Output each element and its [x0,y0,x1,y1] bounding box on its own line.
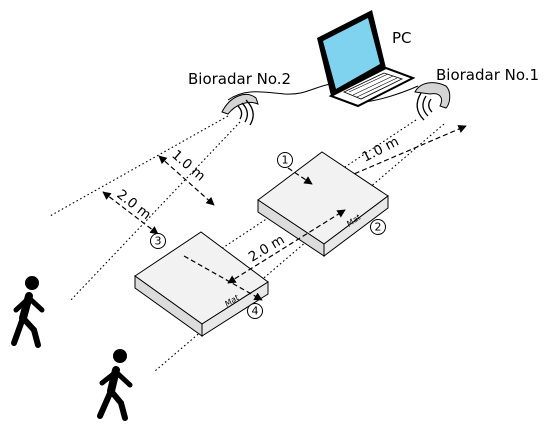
left-spacing-label: 1.0 m [168,147,208,185]
right-spacing-label: 1.0 m [360,134,402,166]
radar-distance-arrow [102,191,159,235]
position-marker-3: 3 [150,233,166,249]
mat-crossing-arrows [183,167,313,301]
mat-bottom: Mat [134,231,269,337]
laptop-icon [317,10,416,108]
bioradar-2-icon [221,94,259,126]
svg-text:2: 2 [375,221,382,234]
position-marker-4: 4 [247,303,263,319]
svg-text:3: 3 [155,235,162,248]
pc-label: PC [392,29,412,47]
left-spacing-arrow [158,155,215,206]
position-marker-2: 2 [370,219,386,235]
bioradar-2-label: Bioradar No.2 [188,70,291,88]
right-spacing-arrow [339,125,467,181]
bioradar-1-icon [414,82,451,121]
svg-text:4: 4 [252,305,259,318]
walking-person-icon [11,276,45,348]
position-marker-1: 1 [277,152,293,168]
bioradar-1-label: Bioradar No.1 [436,66,539,84]
mat-gap-label: 2.0 m [246,232,288,266]
svg-text:1: 1 [282,154,289,167]
walking-person-icon [97,349,133,421]
mat-gap-arrow [227,209,346,284]
